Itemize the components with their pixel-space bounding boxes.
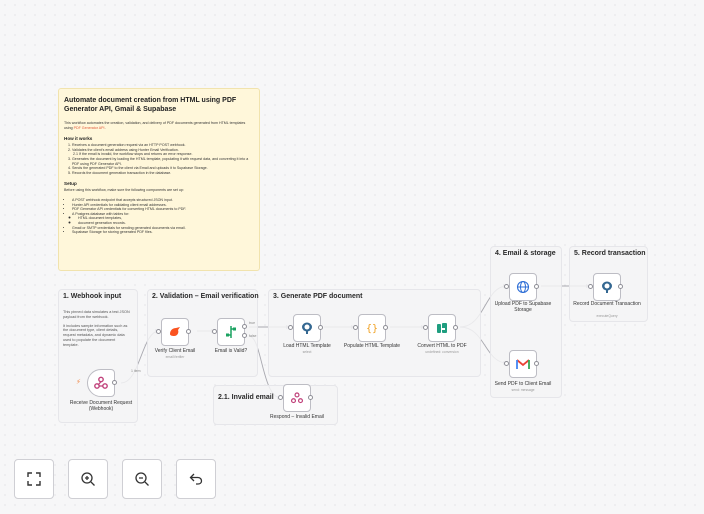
- output-port[interactable]: [534, 284, 539, 289]
- gmail-icon: [516, 359, 530, 369]
- output-port[interactable]: [112, 380, 117, 385]
- globe-icon: [516, 280, 530, 294]
- node-label: Email is Valid?: [214, 348, 248, 354]
- node-convert-html-to-pdf[interactable]: [428, 314, 456, 342]
- hunter-icon: [170, 327, 180, 336]
- svg-text:{}: {}: [366, 324, 378, 335]
- input-port[interactable]: [504, 361, 509, 366]
- output-port[interactable]: [186, 329, 191, 334]
- output-port[interactable]: [618, 284, 623, 289]
- node-label: Convert HTML to PDF: [417, 343, 467, 349]
- code-icon: {}: [366, 324, 378, 335]
- workflow-description-note[interactable]: Automate document creation from HTML usi…: [58, 88, 260, 271]
- node-email-is-valid[interactable]: [217, 318, 245, 346]
- input-port[interactable]: [278, 395, 283, 400]
- node-label: Record Document Transaction: [573, 301, 641, 307]
- input-port[interactable]: [588, 284, 593, 289]
- node-subtitle: undefined: conversion: [425, 350, 459, 354]
- node-subtitle: select: [302, 350, 312, 354]
- step-item: Validates the client's email address usi…: [72, 148, 254, 157]
- false-branch-label: false: [249, 334, 257, 338]
- node-populate-html-template[interactable]: {}: [358, 314, 386, 342]
- output-port[interactable]: [318, 325, 323, 330]
- step-item: Receives a document generation request v…: [72, 143, 254, 148]
- group-webhook-input[interactable]: 1. Webhook input This pinned data simula…: [58, 289, 138, 423]
- how-it-works-list: Receives a document generation request v…: [64, 143, 254, 175]
- node-send-pdf-email[interactable]: [509, 350, 537, 378]
- pdf-generator-icon: [437, 323, 447, 333]
- webhook-icon: [94, 376, 108, 389]
- node-subtitle: send: message: [511, 388, 535, 392]
- setup-intro: Before using this workflow, make sure th…: [64, 188, 184, 193]
- group-title: 2.1. Invalid email: [218, 394, 274, 401]
- input-port[interactable]: [288, 325, 293, 330]
- setup-heading: Setup: [64, 181, 77, 187]
- input-port[interactable]: [212, 329, 217, 334]
- node-receive-webhook[interactable]: [87, 369, 115, 397]
- output-port[interactable]: [453, 325, 458, 330]
- setup-list: A POST webhook endpoint that accepts str…: [64, 198, 254, 235]
- step-item: Sends the generated PDF to the client vi…: [72, 166, 254, 171]
- node-label: Upload PDF to Supabase Storage: [494, 301, 552, 313]
- setup-item: A POST webhook endpoint that accepts str…: [72, 198, 254, 203]
- note-intro: This workflow automates the creation, va…: [64, 121, 246, 130]
- group-invalid-email[interactable]: 2.1. Invalid email: [213, 385, 338, 425]
- group-title: 4. Email & storage: [495, 250, 556, 257]
- zoom-out-button[interactable]: [122, 459, 162, 499]
- node-label: Respond – Invalid Email: [270, 414, 324, 420]
- node-verify-client-email[interactable]: [161, 318, 189, 346]
- node-label: Load HTML Template: [283, 343, 331, 349]
- group-title: 3. Generate PDF document: [273, 293, 363, 300]
- input-port[interactable]: [423, 325, 428, 330]
- group-title: 2. Validation – Email verification: [152, 293, 259, 300]
- setup-item: Gmail or SMTP credentials for sending ge…: [72, 226, 254, 231]
- postgres-icon: [302, 322, 312, 334]
- how-it-works-heading: How it works: [64, 136, 93, 142]
- true-branch-label: true: [249, 321, 256, 325]
- setup-item: Supabase Storage for storing generated P…: [72, 230, 254, 235]
- input-port[interactable]: [504, 284, 509, 289]
- node-label: Populate HTML Template: [343, 343, 401, 349]
- input-port[interactable]: [353, 325, 358, 330]
- node-label: Receive Document Request (Webhook): [69, 400, 133, 412]
- node-label: Send PDF to Client Email: [494, 381, 552, 387]
- node-subtitle: emailVerifier: [165, 355, 185, 359]
- node-upload-pdf-supabase[interactable]: [509, 273, 537, 301]
- postgres-icon: [602, 281, 612, 293]
- fit-view-icon: [27, 472, 41, 486]
- webhook-icon: [290, 392, 304, 404]
- note-title: Automate document creation from HTML usi…: [64, 97, 237, 113]
- output-port[interactable]: [534, 361, 539, 366]
- output-port-false[interactable]: [242, 333, 247, 338]
- group-description: This pinned data simulates a test JSON p…: [63, 310, 130, 347]
- output-port[interactable]: [308, 395, 313, 400]
- setup-item: PDF Generator API credentials for conver…: [72, 207, 254, 212]
- zoom-in-icon: [81, 472, 95, 486]
- output-port[interactable]: [383, 325, 388, 330]
- input-port[interactable]: [156, 329, 161, 334]
- setup-item: A Postgres database with tables for: HTM…: [72, 212, 254, 226]
- node-label: Verify Client Email: [154, 348, 196, 354]
- node-respond-invalid-email[interactable]: [283, 384, 311, 412]
- output-port-true[interactable]: [242, 324, 247, 329]
- edge-item-count: 1 item: [131, 369, 141, 373]
- fit-view-button[interactable]: [14, 459, 54, 499]
- group-title: 1. Webhook input: [63, 293, 122, 300]
- group-title: 5. Record transaction: [574, 250, 646, 257]
- zoom-out-icon: [135, 472, 149, 486]
- node-record-document-transaction[interactable]: [593, 273, 621, 301]
- trigger-bolt-icon: ⚡: [76, 379, 81, 386]
- undo-icon: [189, 473, 203, 485]
- node-subtitle: executeQuery: [596, 314, 618, 318]
- zoom-in-button[interactable]: [68, 459, 108, 499]
- undo-button[interactable]: [176, 459, 216, 499]
- step-item: Records the document generation transact…: [72, 171, 254, 176]
- node-load-html-template[interactable]: [293, 314, 321, 342]
- pdf-generator-api-link[interactable]: PDF Generator API: [73, 125, 105, 130]
- setup-item: Hunter API credentials for validating cl…: [72, 203, 254, 208]
- step-item: Generates the document by loading the HT…: [72, 157, 254, 166]
- if-icon: [226, 326, 236, 338]
